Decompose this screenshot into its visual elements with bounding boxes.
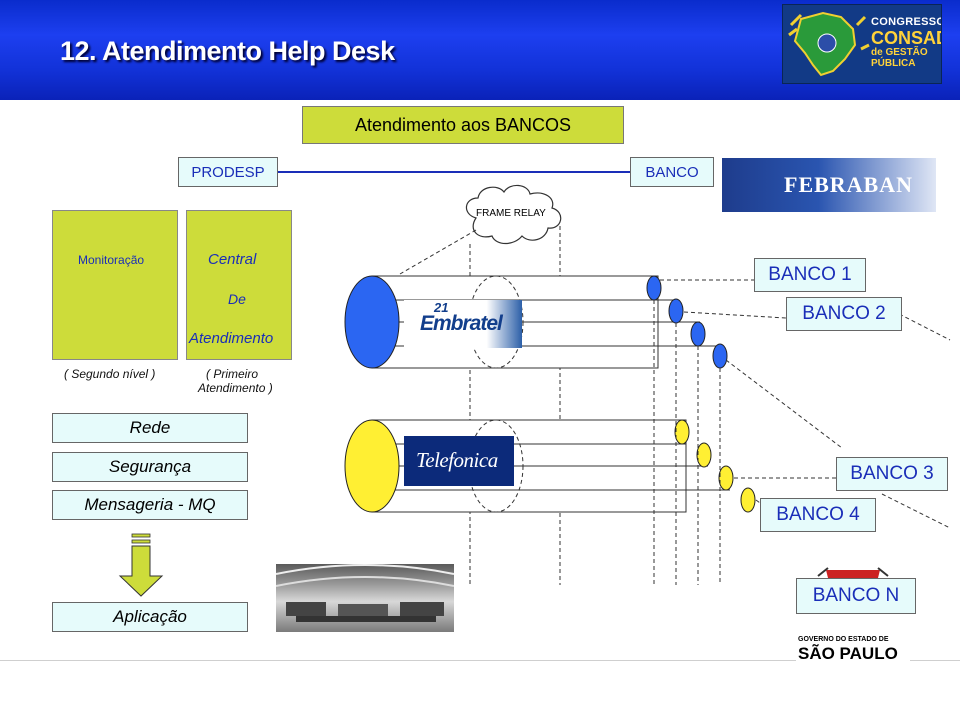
down-arrow-icon: [118, 533, 164, 597]
consad-line3: de GESTÃO: [871, 47, 928, 58]
consad-line4: PÚBLICA: [871, 58, 916, 69]
aplicacao-label: Aplicação: [113, 607, 187, 626]
frame-relay-label: FRAME RELAY: [476, 208, 546, 219]
consad-line2: CONSAD: [871, 28, 942, 48]
central-label-2: De: [228, 291, 246, 307]
telefonica-logo: Telefonica: [404, 436, 514, 486]
seguranca-label: Segurança: [108, 457, 192, 476]
embratel-pipe: [344, 275, 728, 369]
central-label-1: Central: [208, 251, 257, 268]
consad-logo: CONGRESSO CONSAD de GESTÃO PÚBLICA: [782, 4, 942, 84]
banco-header-label: BANCO: [645, 163, 699, 181]
bancoN-box: BANCO N: [796, 578, 916, 614]
mensageria-box: Mensageria - MQ: [52, 490, 248, 520]
main-title-box: Atendimento aos BANCOS: [302, 106, 624, 144]
embratel-logo: 21 Embratel: [404, 300, 522, 348]
rede-box: Rede: [52, 413, 248, 443]
banco2-label: BANCO 2: [802, 303, 886, 324]
banco-header-box: BANCO: [630, 157, 714, 187]
central-box: [186, 210, 292, 360]
office-photo: [276, 564, 454, 632]
segundo-nivel-label: ( Segundo nível ): [64, 367, 156, 381]
banco3-box: BANCO 3: [836, 457, 948, 491]
seguranca-box: Segurança: [52, 452, 248, 482]
banco2-box: BANCO 2: [786, 297, 902, 331]
slide-title: 12. Atendimento Help Desk: [60, 36, 395, 66]
febraban-text: FEBRABAN: [784, 172, 914, 197]
bancoN-label: BANCO N: [812, 585, 900, 606]
mensageria-label: Mensageria - MQ: [84, 495, 216, 514]
consad-text: CONGRESSO CONSAD de GESTÃO PÚBLICA: [871, 16, 942, 69]
telefonica-text: Telefonica: [416, 448, 498, 472]
consad-line1: CONGRESSO: [871, 16, 942, 28]
banco4-label: BANCO 4: [776, 504, 860, 525]
office-photo-detail: [276, 564, 454, 622]
banco1-box: BANCO 1: [754, 258, 866, 292]
brazil-map-icon: [788, 11, 870, 77]
banco1-label: BANCO 1: [768, 264, 852, 285]
banco4-box: BANCO 4: [760, 498, 876, 532]
embratel-number: 21: [434, 300, 449, 315]
aplicacao-box: Aplicação: [52, 602, 248, 632]
prodesp-label: PRODESP: [191, 163, 265, 181]
banco3-label: BANCO 3: [850, 463, 934, 484]
slide-header: 12. Atendimento Help Desk CONGRESSO CONS…: [0, 0, 960, 100]
central-label-3: Atendimento: [189, 330, 274, 347]
monitoracao-box: [52, 210, 178, 360]
rede-label: Rede: [129, 418, 171, 437]
frame-relay-line: [399, 229, 477, 275]
primeiro-label-2: Atendimento ): [198, 381, 273, 395]
main-title-text: Atendimento aos BANCOS: [354, 114, 572, 135]
monitoracao-label: Monitoração: [78, 253, 145, 267]
governo-text: GOVERNO DO ESTADO DE: [798, 636, 889, 643]
embratel-text: Embratel: [420, 312, 503, 335]
prodesp-banco-arrow: [278, 171, 630, 173]
prodesp-box: PRODESP: [178, 157, 278, 187]
primeiro-label-1: ( Primeiro: [206, 367, 259, 381]
sao-paulo-text: SÃO PAULO: [798, 644, 898, 662]
frame-relay-cloud: [465, 184, 562, 245]
content-frame: [0, 100, 960, 661]
febraban-logo: FEBRABAN: [722, 158, 936, 212]
